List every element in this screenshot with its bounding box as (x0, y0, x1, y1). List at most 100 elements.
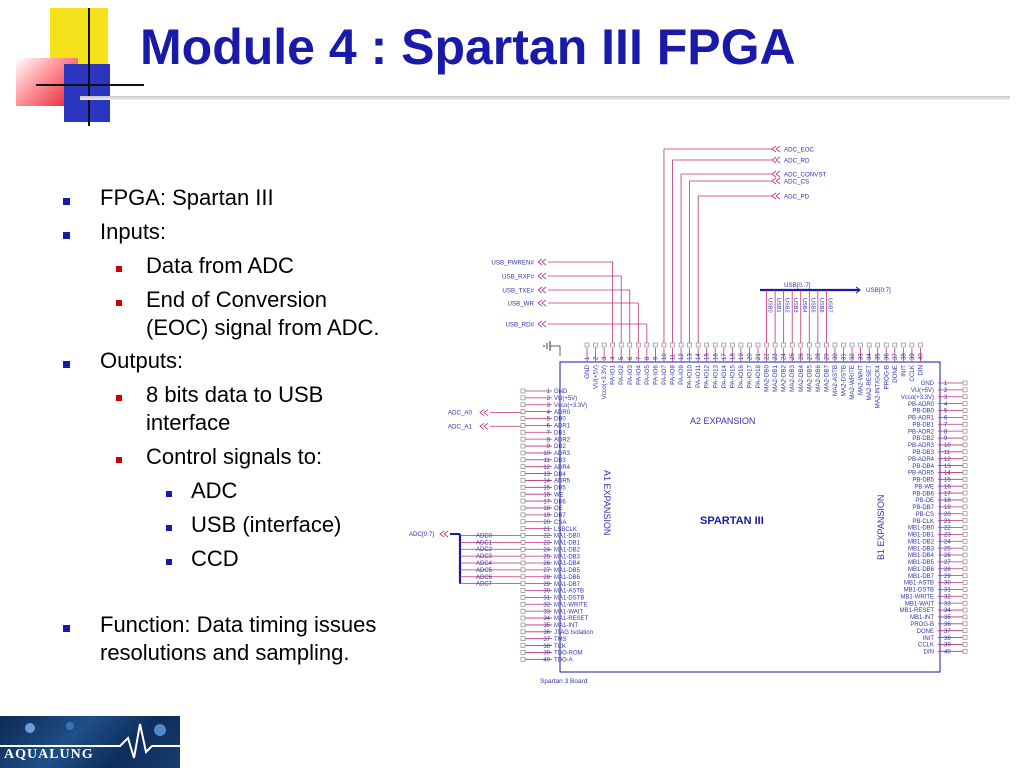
left-pin-label: MA1-WRITE (554, 602, 588, 608)
top-pin-number: 12 (679, 353, 685, 360)
top-pin-number: 16 (713, 353, 719, 360)
right-pin-label: MB1-DB2 (908, 539, 935, 545)
adc-signal-arrow (771, 145, 781, 153)
right-pin-pad (962, 380, 968, 386)
top-pin-pad (755, 342, 761, 348)
right-pin-number: 27 (944, 560, 951, 566)
top-pin-label: PA-IO9 (678, 364, 685, 384)
right-pin-pad (962, 456, 968, 461)
top-pin-pad (815, 342, 821, 348)
top-pin-label: MA2-DB7 (823, 364, 830, 391)
left-pin-number: 27 (543, 568, 550, 574)
bullet-outputs: Outputs: (100, 348, 184, 373)
left-pin-label: DB4 (554, 472, 566, 478)
corner-horizontal-line (36, 84, 144, 86)
adc-address-label: ADC_A0 (448, 410, 473, 417)
left-pin-label: CSA (554, 520, 566, 526)
left-pin-pad (520, 574, 526, 580)
right-pin-number: 37 (944, 629, 951, 635)
top-pin-pad (824, 342, 829, 348)
right-pin-number: 16 (944, 484, 951, 490)
right-pin-number: 12 (944, 457, 951, 463)
left-pin-pad (520, 567, 526, 573)
top-pin-number: 23 (773, 353, 779, 360)
right-pin-number: 23 (944, 533, 951, 539)
usb-signal-label: USB_TXE# (502, 288, 534, 295)
top-pin-label: MA2-DB1 (772, 364, 779, 391)
top-pin-pad (687, 342, 692, 348)
left-pin-number: 30 (543, 589, 550, 595)
top-pin-pad (918, 342, 923, 348)
right-pin-label: PB-CLK (912, 519, 934, 525)
top-pin-label: PA-IO10 (687, 364, 694, 388)
top-pin-label: MA2-INT/GCK4 (875, 364, 882, 408)
right-pin-pad (962, 538, 968, 544)
left-pin-number: 28 (543, 575, 550, 581)
top-pin-pad (601, 342, 607, 348)
left-pin-label: DB6 (554, 499, 566, 505)
usb-signal-label: USB_WR (508, 301, 535, 308)
top-pin-number: 20 (747, 353, 753, 360)
top-pin-number: 14 (696, 353, 702, 360)
usb-signal-arrow (537, 286, 547, 294)
left-pin-number: 19 (543, 513, 550, 519)
usb-bit-label: USB1 (775, 298, 781, 313)
usb-signal-arrow (537, 299, 547, 307)
usb-signal-label: USB_RD# (505, 322, 534, 329)
right-pin-pad (962, 435, 968, 441)
schematic-wires (439, 145, 968, 673)
top-pin-number: 30 (833, 353, 839, 360)
bullet-marker (116, 457, 122, 463)
bullet-marker (63, 232, 70, 239)
right-pin-pad (962, 497, 968, 503)
bullet-function-line1: Function: Data timing issues (100, 612, 377, 637)
left-pin-label: MA1-DB2 (554, 547, 581, 553)
top-pin-pad (747, 342, 752, 348)
right-pin-number: 11 (944, 450, 951, 456)
right-pin-label: GND (921, 381, 935, 387)
top-pin-number: 4 (611, 356, 617, 360)
slide-title: Module 4 : Spartan III FPGA (140, 19, 796, 75)
right-pin-number: 6 (944, 416, 948, 422)
left-pin-number: 25 (543, 554, 550, 560)
bullet-inputs: Inputs: (100, 219, 167, 244)
right-pin-label: PB-DB3 (912, 450, 934, 456)
top-pin-label: PA-IO1 (610, 364, 617, 384)
left-pin-number: 38 (543, 644, 550, 650)
left-pin-pad (520, 526, 526, 531)
adc-address-label: ADC_A1 (448, 423, 473, 430)
top-pin-label: MA2-RESET (866, 365, 873, 401)
usb-bit-label: USB6 (818, 298, 824, 313)
usb-bit-label: USB3 (792, 298, 798, 313)
right-pin-label: MB1-DSTB (904, 588, 934, 594)
right-pin-pad (962, 408, 968, 413)
left-pin-pad (520, 608, 526, 614)
right-pin-label: DONE (917, 629, 934, 635)
left-pin-pad (520, 485, 526, 490)
right-pin-number: 38 (944, 636, 951, 642)
top-pin-label: MA2-WRITE (849, 365, 856, 400)
left-pin-label: TMS (554, 637, 567, 643)
top-pin-label: PA-IO8 (670, 364, 677, 384)
right-pin-label: MB1-INT (910, 615, 934, 621)
left-pin-label: TDO-A (554, 658, 573, 664)
left-pin-pad (520, 471, 526, 476)
top-pin-pad (841, 342, 846, 348)
right-pin-number: 19 (944, 505, 951, 511)
adc-bit-label: ADC6 (476, 575, 493, 581)
right-pin-pad (962, 580, 968, 585)
adc-signal-arrow (771, 156, 781, 164)
right-pin-label: CCLK (918, 643, 934, 649)
logo-wave-icon (0, 722, 180, 759)
corner-vertical-line (88, 8, 90, 126)
left-pin-label: DB2 (554, 444, 566, 450)
top-pin-label: PA-IO11 (695, 364, 702, 387)
left-pin-number: 5 (547, 417, 551, 423)
bullet-eoc-line1: End of Conversion (146, 287, 327, 312)
top-pin-number: 31 (842, 353, 848, 360)
left-pin-number: 32 (543, 602, 550, 608)
right-pin-number: 20 (944, 512, 951, 518)
top-pin-label: MA2-DB2 (781, 364, 788, 391)
top-pin-pad (772, 342, 778, 348)
right-pin-pad (962, 642, 968, 647)
